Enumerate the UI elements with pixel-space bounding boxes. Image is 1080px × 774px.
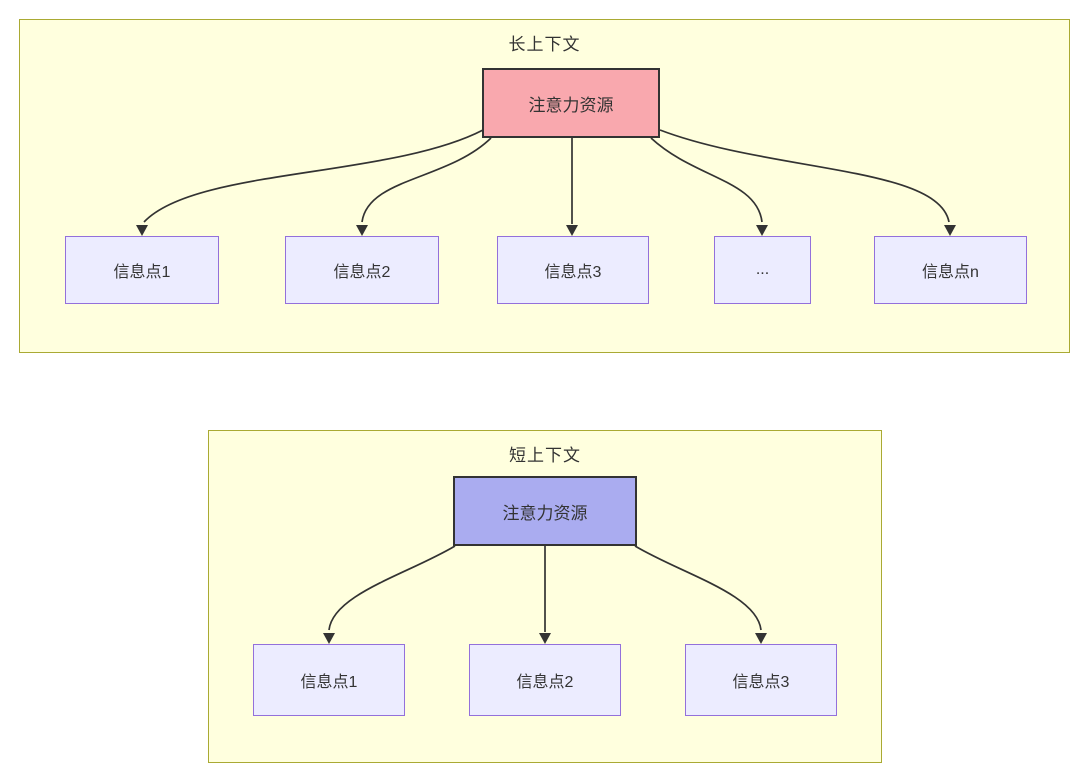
long-info-node-n: 信息点n (874, 236, 1027, 304)
short-info-node-3: 信息点3 (685, 644, 837, 716)
long-context-title: 长上下文 (508, 35, 581, 54)
long-attention-node: 注意力资源 (482, 68, 660, 138)
long-info-node-2: 信息点2 (285, 236, 439, 304)
long-info-node-1: 信息点1 (65, 236, 219, 304)
long-info-node-ellipsis: ... (714, 236, 811, 304)
short-info-node-1: 信息点1 (253, 644, 405, 716)
short-context-title: 短上下文 (509, 446, 581, 465)
short-info-node-2: 信息点2 (469, 644, 621, 716)
short-attention-node: 注意力资源 (453, 476, 637, 546)
long-info-node-3: 信息点3 (497, 236, 649, 304)
